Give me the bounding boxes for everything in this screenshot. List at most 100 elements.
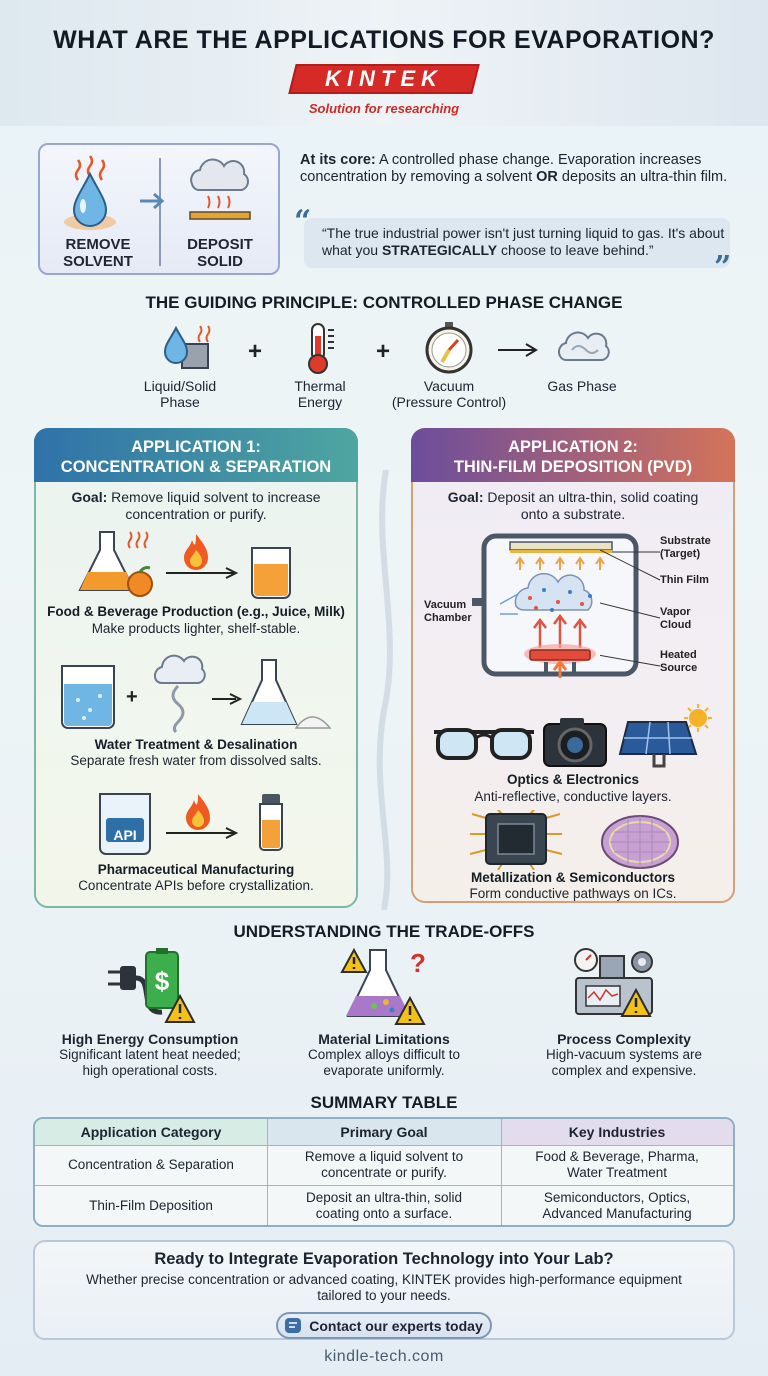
chip-icon	[469, 810, 563, 871]
substrate-label: Substrate(Target)	[660, 535, 711, 560]
water-treatment-desc: Separate fresh water from dissolved salt…	[70, 753, 322, 768]
beaker-juice-icon	[251, 547, 291, 599]
water-beaker-icon	[61, 665, 115, 729]
food-beverage-desc: Make products lighter, shelf-stable.	[91, 621, 301, 636]
solar-panel-icon	[618, 704, 712, 768]
table-header-bg-3	[501, 1119, 733, 1145]
api-beaker-icon	[99, 793, 151, 855]
arrow-right-icon	[166, 827, 239, 839]
application-2-goal: Goal: Deposit an ultra-thin, solid coati…	[447, 489, 699, 522]
table-row-2-industries: Semiconductors, Optics,Advanced Manufact…	[542, 1190, 692, 1221]
pharma-desc: Concentrate APIs before crystallization.	[78, 878, 314, 893]
table-header-category: Application Category	[80, 1124, 222, 1140]
complexity-title: Process Complexity	[557, 1031, 691, 1047]
contact-experts-button[interactable]	[276, 1312, 492, 1339]
table-col-rule	[501, 1119, 502, 1225]
glasses-icon	[434, 728, 534, 760]
principle-title: THE GUIDING PRINCIPLE: CONTROLLED PHASE …	[145, 293, 623, 312]
core-description: At its core: A controlled phase change. …	[300, 152, 728, 185]
machine-gears-icon	[574, 948, 653, 1017]
energy-plug-icon: $	[108, 948, 196, 1023]
material-title: Material Limitations	[318, 1031, 450, 1047]
contact-experts-label[interactable]: Contact our experts today	[309, 1318, 483, 1334]
table-row-2-category: Thin-Film Deposition	[89, 1198, 213, 1213]
gas-cloud-icon	[557, 331, 610, 361]
thermometer-icon	[308, 323, 334, 374]
metallization-title: Metallization & Semiconductors	[470, 870, 676, 885]
table-header-industries: Key Industries	[568, 1124, 666, 1140]
application-2-header	[411, 428, 735, 482]
api-label: API	[113, 827, 137, 843]
liquid-solid-icon	[163, 325, 211, 369]
chat-icon	[285, 1318, 301, 1333]
diagram-leader-lines	[600, 549, 661, 667]
arrow-right-icon	[166, 567, 239, 579]
summary-title: SUMMARY TABLE	[310, 1093, 458, 1112]
water-treatment-title: Water Treatment & Desalination	[94, 737, 298, 752]
vapor-cloud-icon	[189, 158, 251, 220]
cta-title: Ready to Integrate Evaporation Technolog…	[154, 1250, 614, 1268]
energy-desc: Significant latent heat needed;high oper…	[59, 1047, 241, 1078]
quote-card	[304, 218, 730, 268]
energy-title: High Energy Consumption	[61, 1031, 239, 1047]
flask-orange-icon	[78, 531, 153, 597]
page-title: WHAT ARE THE APPLICATIONS FOR EVAPORATIO…	[53, 26, 715, 54]
divider-wave	[376, 470, 393, 910]
pharma-title: Pharmaceutical Manufacturing	[97, 862, 295, 877]
tradeoffs-title: UNDERSTANDING THE TRADE-OFFS	[233, 922, 535, 941]
vacuum-gauge-icon	[425, 322, 473, 374]
table-rule	[35, 1185, 733, 1186]
metallization-desc: Form conductive pathways on ICs.	[469, 886, 677, 901]
brand-logo-text: KINTEK	[325, 66, 443, 91]
cta-description: Whether precise concentration or advance…	[86, 1272, 682, 1303]
pvd-chamber-diagram	[472, 533, 639, 678]
plus-sign: +	[126, 686, 138, 708]
table-header-goal: Primary Goal	[340, 1124, 428, 1140]
brand-tagline: Solution for researching	[308, 101, 460, 116]
application-1-title: APPLICATION 1:CONCENTRATION & SEPARATION	[60, 438, 332, 476]
close-quote-icon: ”	[714, 250, 732, 285]
footer-url[interactable]: kindle-tech.com	[324, 1348, 444, 1365]
table-header-bg-1	[35, 1119, 267, 1145]
plus-sign: +	[248, 338, 263, 365]
water-drop-icon	[64, 155, 116, 230]
plus-sign: +	[376, 338, 391, 365]
vacuum-label: Vacuum(Pressure Control)	[391, 378, 507, 410]
intro-divider	[159, 158, 161, 266]
arrow-right-icon	[498, 343, 538, 357]
quote-text: “The true industrial power isn't just tu…	[322, 225, 725, 258]
flame-icon	[184, 534, 208, 570]
table-rule	[35, 1145, 733, 1146]
arrow-right-icon	[140, 192, 165, 210]
application-1-goal: Goal: Remove liquid solvent to increase …	[71, 489, 321, 522]
camera-icon	[543, 718, 607, 767]
thin-film-label: Thin Film	[660, 574, 709, 586]
table-row-1-category: Concentration & Separation	[68, 1157, 234, 1172]
svg-text:?: ?	[410, 948, 426, 978]
vial-icon	[259, 794, 283, 851]
table-header-bg-2	[267, 1119, 501, 1145]
flask-question-icon: ?	[340, 947, 426, 1025]
table-row-1-industries: Food & Beverage, Pharma,Water Treatment	[535, 1149, 699, 1180]
gas-phase-label: Gas Phase	[547, 378, 617, 394]
optics-desc: Anti-reflective, conductive layers.	[474, 789, 672, 804]
flask-salt-icon	[240, 659, 332, 729]
table-col-rule	[267, 1119, 268, 1225]
optics-title: Optics & Electronics	[506, 772, 640, 787]
food-beverage-title: Food & Beverage Production (e.g., Juice,…	[47, 604, 345, 619]
arrow-right-icon	[212, 693, 243, 705]
flame-icon	[186, 794, 210, 830]
steam-cloud-icon	[153, 654, 206, 734]
open-quote-icon: “	[294, 204, 312, 239]
